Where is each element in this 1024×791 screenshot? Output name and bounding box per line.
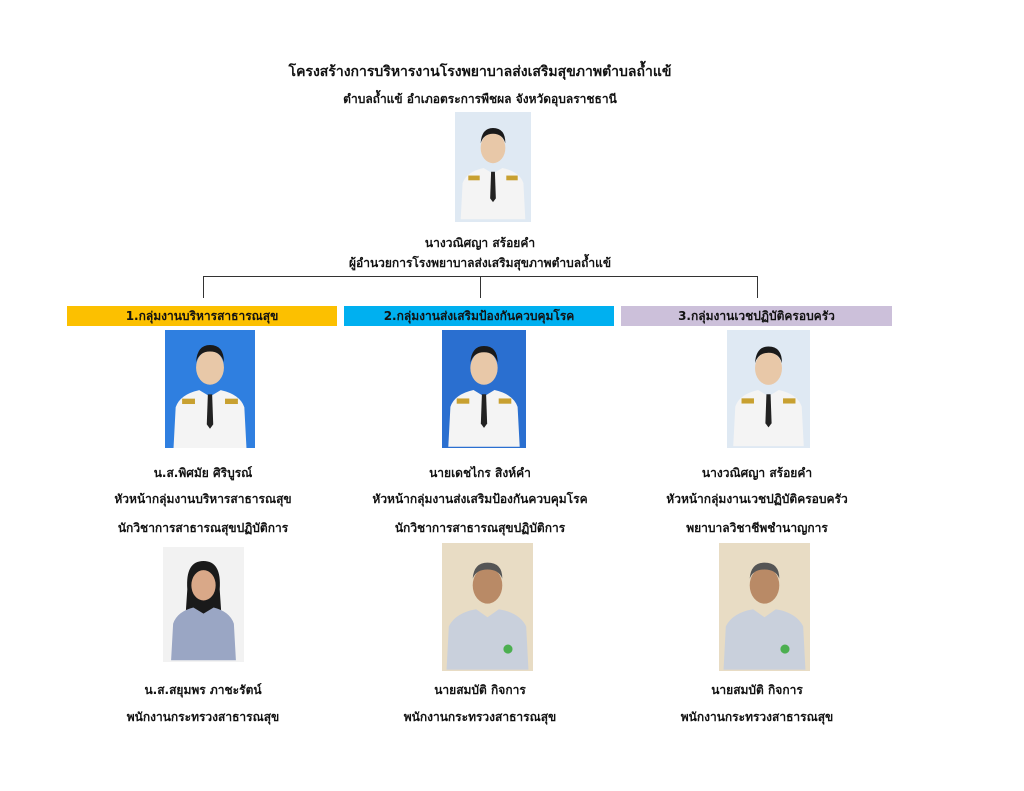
head-title-2: นักวิชาการสาธารณสุขปฏิบัติการ: [394, 521, 566, 535]
head-photo-2: [442, 330, 526, 448]
director-photo: [455, 112, 531, 222]
staff-photo-2: [442, 543, 533, 671]
chart-subtitle: ตำบลถ้ำแข้ อำเภอตระการพืชผล จังหวัดอุบลร…: [343, 92, 617, 106]
group-header-family-medicine: 3.กลุ่มงานเวชปฏิบัติครอบครัว: [621, 306, 892, 326]
group-header-prevention: 2.กลุ่มงานส่งเสริมป้องกันควบคุมโรค: [344, 306, 614, 326]
connector-left: [203, 276, 204, 298]
connector-center: [480, 276, 481, 298]
staff-title-1: พนักงานกระทรวงสาธารณสุข: [126, 710, 280, 724]
staff-photo-3: [719, 543, 810, 671]
staff-title-3: พนักงานกระทรวงสาธารณสุข: [680, 710, 834, 724]
director-position: ผู้อำนวยการโรงพยาบาลส่งเสริมสุขภาพตำบลถ้…: [348, 256, 612, 270]
director-name: นางวณิศญา สร้อยคำ: [424, 236, 536, 250]
head-role-1: หัวหน้ากลุ่มงานบริหารสาธารณสุข: [114, 492, 292, 506]
staff-name-1: น.ส.สยุมพร ภาชะรัตน์: [144, 683, 262, 697]
head-photo-3: [727, 330, 810, 448]
staff-name-3: นายสมบัติ กิจการ: [711, 683, 803, 697]
staff-title-2: พนักงานกระทรวงสาธารณสุข: [403, 710, 557, 724]
head-name-2: นายเดชไกร สิงห์คำ: [429, 466, 531, 480]
connector-right: [757, 276, 758, 298]
head-name-1: น.ส.พิศมัย ศิริบูรณ์: [153, 466, 253, 480]
head-photo-1: [165, 330, 255, 448]
head-title-3: พยาบาลวิชาชีพชำนาญการ: [686, 521, 828, 535]
staff-photo-1: [163, 547, 244, 662]
group-header-admin: 1.กลุ่มงานบริหารสาธารณสุข: [67, 306, 337, 326]
staff-name-2: นายสมบัติ กิจการ: [434, 683, 526, 697]
chart-title: โครงสร้างการบริหารงานโรงพยาบาลส่งเสริมสุ…: [288, 64, 672, 80]
head-role-3: หัวหน้ากลุ่มงานเวชปฏิบัติครอบครัว: [666, 492, 848, 506]
head-role-2: หัวหน้ากลุ่มงานส่งเสริมป้องกันควบคุมโรค: [372, 492, 588, 506]
head-title-1: นักวิชาการสาธารณสุขปฏิบัติการ: [117, 521, 289, 535]
head-name-3: นางวณิศญา สร้อยคำ: [701, 466, 813, 480]
